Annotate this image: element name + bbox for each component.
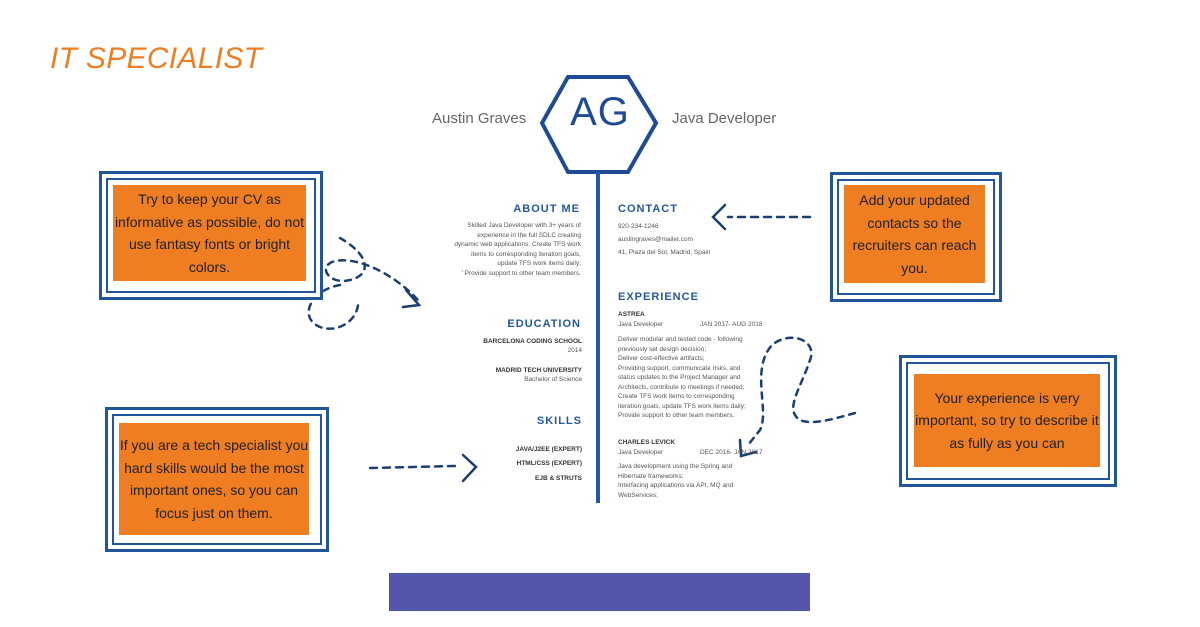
tip-skills-text: If you are a tech specialist you hard sk… — [119, 423, 309, 535]
job-role-1: Java Developer — [618, 321, 664, 328]
education-school-1: BARCELONA CODING SCHOOL — [483, 338, 582, 345]
arrow-cv-style — [324, 236, 420, 302]
tip-skills: If you are a tech specialist you hard sk… — [105, 407, 329, 552]
contact-email: austingraves@mailer.com — [618, 236, 693, 243]
arrow-skills — [368, 464, 457, 470]
skill-item: HTML/CSS (EXPERT) — [516, 460, 582, 467]
tip-cv-style: Try to keep your CV as informative as po… — [99, 171, 323, 300]
tip-cv-style-text: Try to keep your CV as informative as po… — [113, 185, 306, 281]
skills-heading: SKILLS — [536, 415, 582, 427]
tip-contacts-text: Add your updated contacts so the recruit… — [844, 185, 985, 283]
contact-heading: CONTACT — [618, 203, 678, 215]
tip-contacts: Add your updated contacts so the recruit… — [830, 172, 1002, 302]
job-company-1: ASTREA — [618, 311, 645, 318]
resume-name: Austin Graves — [432, 110, 527, 127]
tip-experience-text: Your experience is very important, so tr… — [914, 374, 1100, 467]
resume-job-title: Java Developer — [672, 110, 777, 127]
job-description-2: Java development using the Spring and Hi… — [618, 463, 734, 499]
resume-monogram: AG — [570, 90, 630, 134]
bottom-bar — [389, 573, 810, 611]
arrow-contacts-head — [711, 203, 727, 231]
job-description-1: Deliver modular and tested code - follow… — [618, 336, 746, 419]
tip-experience: Your experience is very important, so tr… — [899, 355, 1117, 487]
about-text: Skilled Java Developer with 3+ years of … — [454, 222, 581, 277]
job-company-2: CHARLES LEVICK — [618, 439, 676, 446]
education-heading: EDUCATION — [507, 318, 581, 330]
about-heading: ABOUT ME — [513, 203, 580, 215]
page-title: IT SPECIALIST — [50, 42, 263, 75]
experience-heading: EXPERIENCE — [618, 291, 699, 303]
arrow-cv-style-head — [401, 288, 422, 309]
education-detail-1: 2014 — [567, 347, 582, 354]
contact-phone: 920-234-1246 — [618, 223, 659, 230]
skill-item: JAVA/J2EE (EXPERT) — [515, 446, 582, 453]
contact-address: 41, Plaza del Sol, Madrid, Spain — [618, 249, 711, 256]
job-role-2: Java Developer — [618, 449, 664, 456]
education-detail-2: Bachelor of Science — [524, 376, 582, 383]
skill-item: EJB & STRUTS — [535, 475, 582, 482]
job-dates-1: JAN 2017- AUG 2018 — [700, 321, 763, 328]
job-dates-2: DEC 2016- JAN 2017 — [700, 449, 763, 456]
education-school-2: MADRID TECH UNIVERSITY — [495, 367, 582, 374]
